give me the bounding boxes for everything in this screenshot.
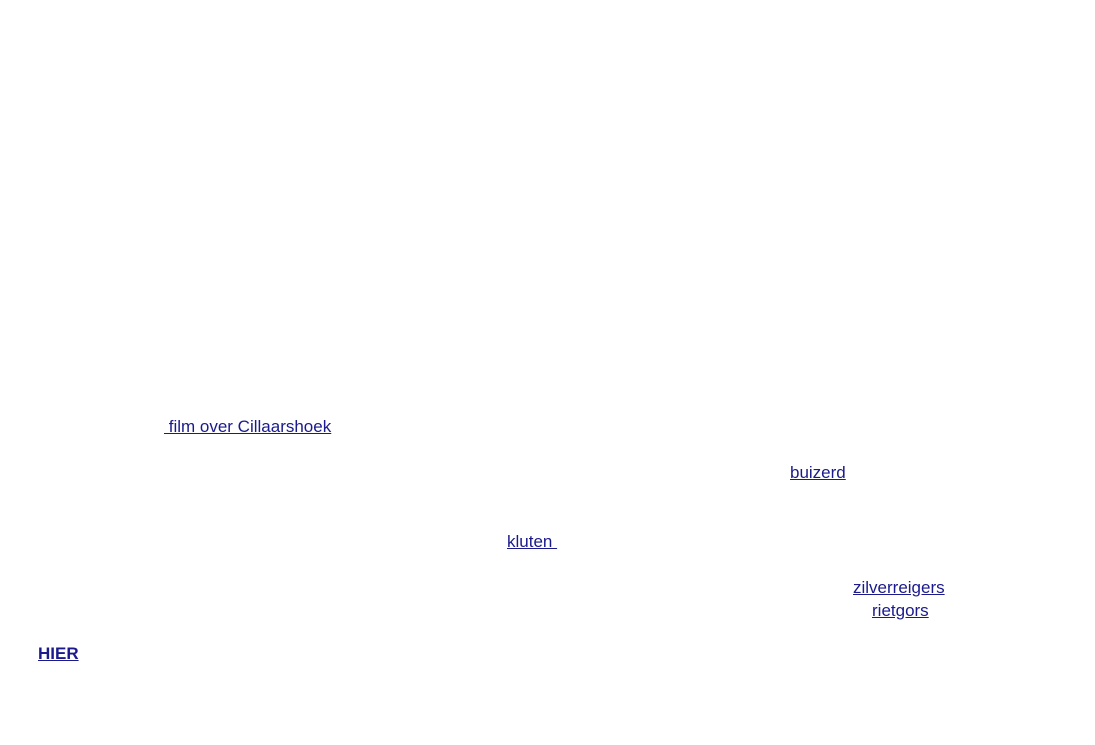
link-zilverreigers[interactable]: zilverreigers: [853, 578, 945, 597]
link-rietgors[interactable]: rietgors: [872, 601, 929, 620]
link-kluten[interactable]: kluten: [507, 532, 558, 551]
link-hier[interactable]: HIER: [38, 644, 79, 663]
link-film-over-cillaarshoek[interactable]: film over Cillaarshoek: [164, 417, 332, 436]
link-buizerd[interactable]: buizerd: [790, 463, 846, 482]
